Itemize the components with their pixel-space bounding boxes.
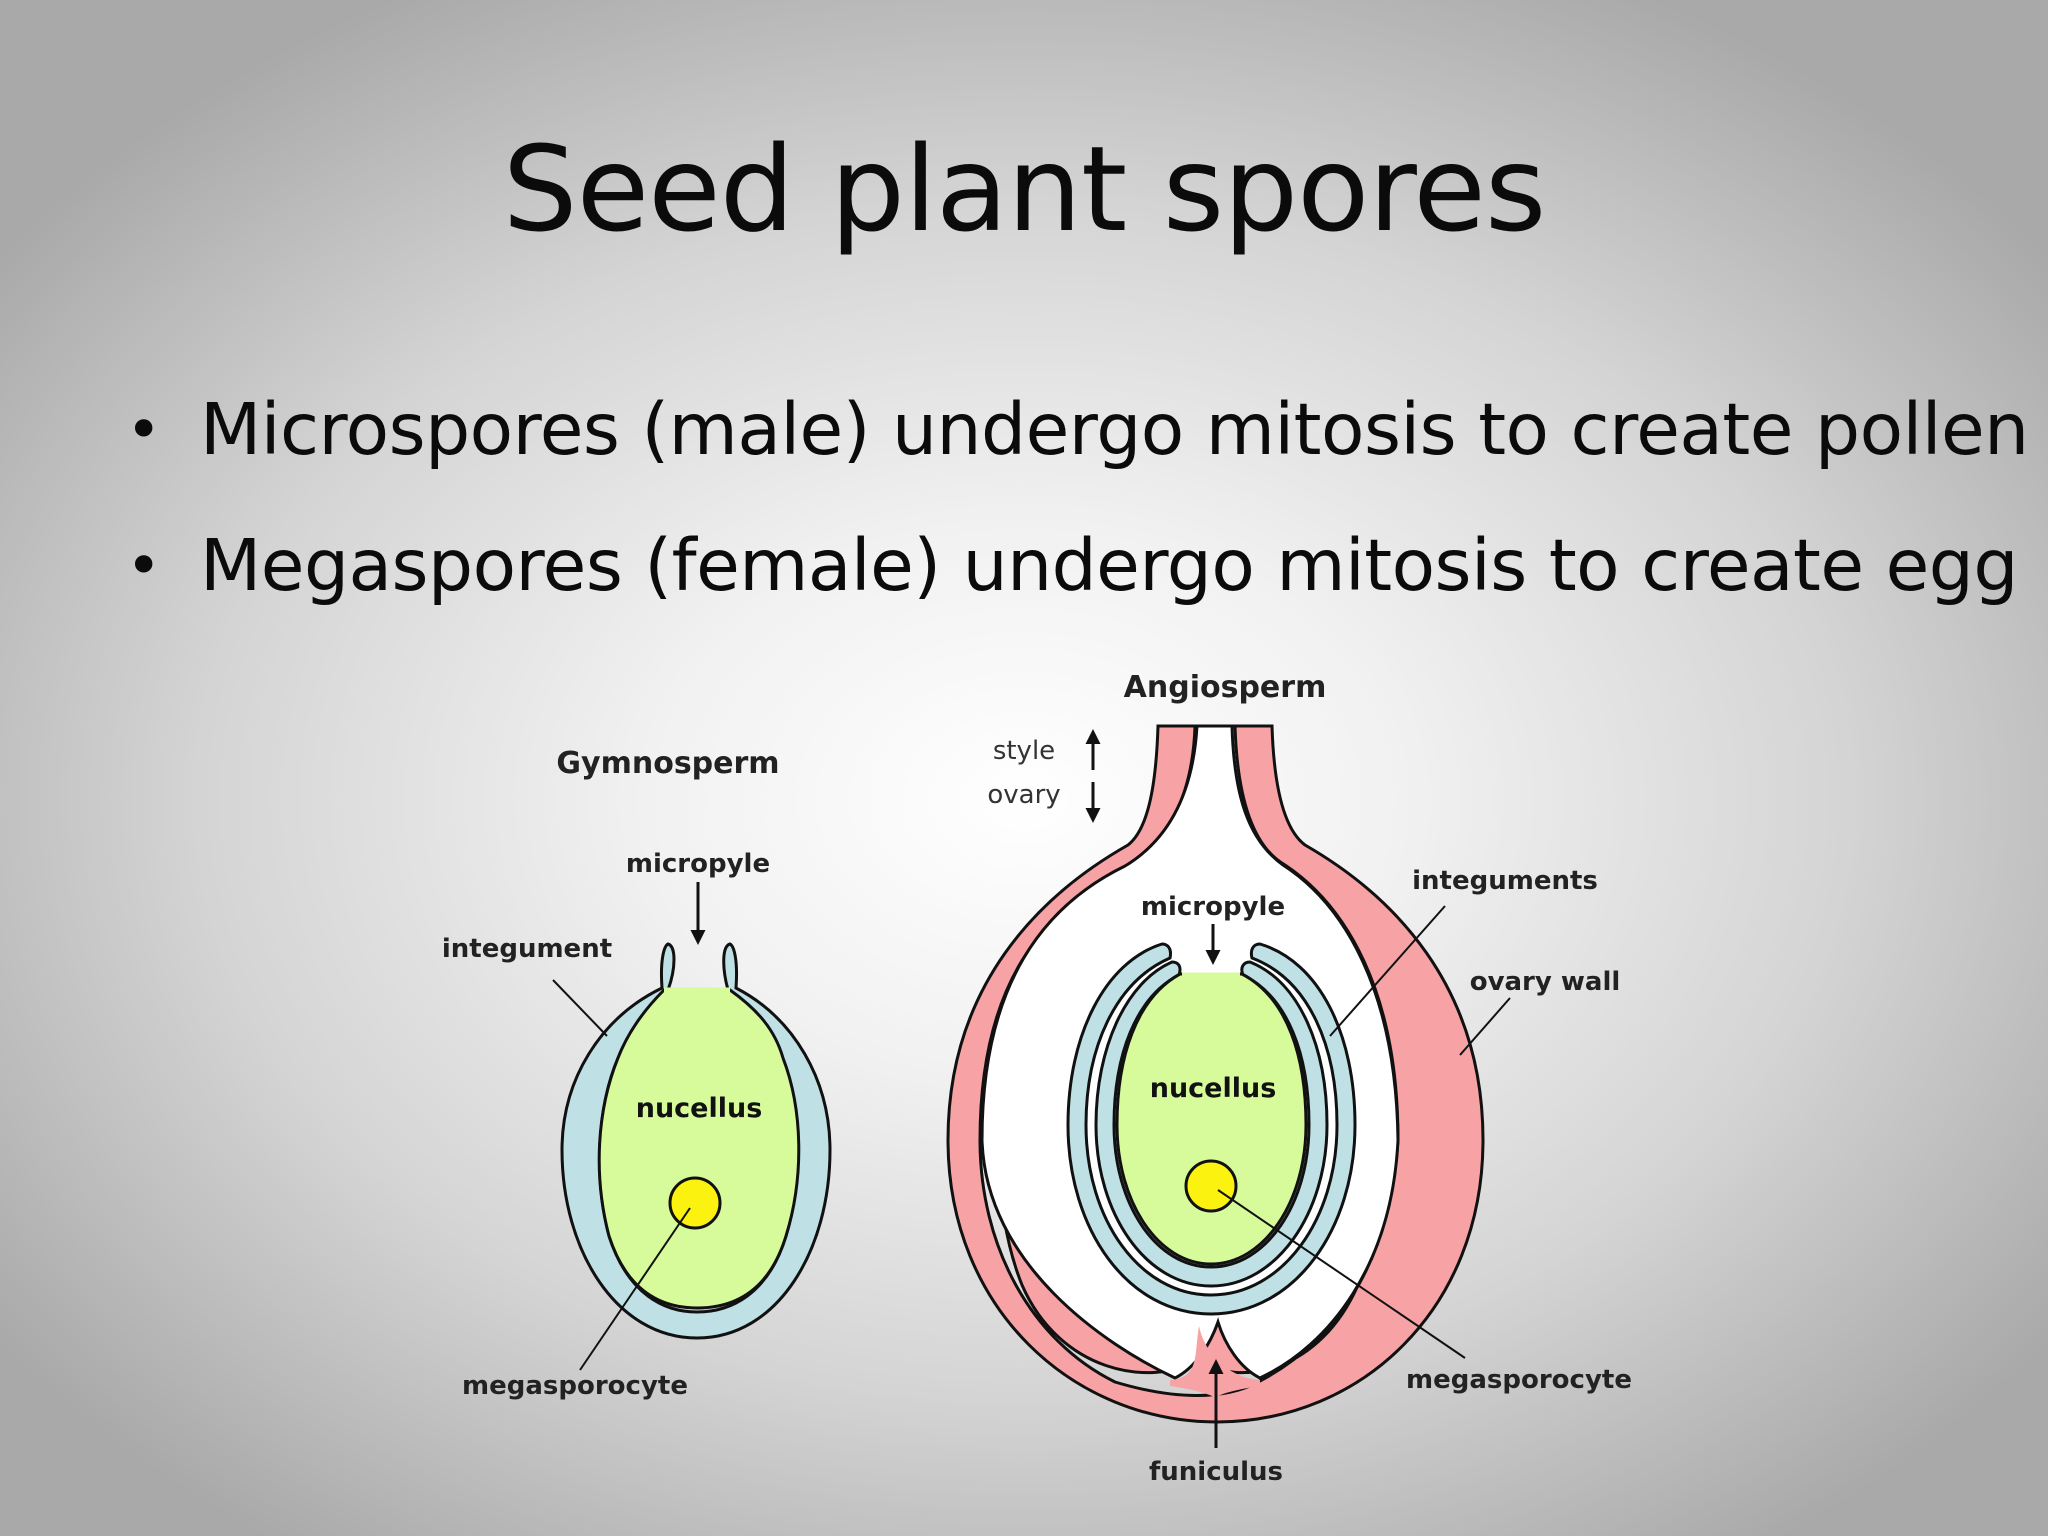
angiosperm-outer-integument	[1066, 942, 1357, 1316]
bullet-dot: •	[126, 395, 161, 465]
gymnosperm-megasporocyte	[668, 1176, 722, 1230]
bullet-item: • Megaspores (female) undergo mitosis to …	[120, 516, 2029, 652]
gymnosperm-integument-label: integument	[442, 934, 612, 964]
angiosperm-micropyle-label: micropyle	[1141, 892, 1285, 922]
gymnosperm-integument-leader	[552, 979, 608, 1037]
angiosperm-ovary-label: ovary	[987, 780, 1060, 810]
gymnosperm-megasporocyte-leader	[579, 1207, 691, 1371]
gymnosperm-title: Gymnosperm	[556, 746, 779, 781]
angiosperm-megasporocyte-leader	[1217, 1189, 1466, 1359]
bullet-dot: •	[126, 531, 161, 601]
gymnosperm-nucellus	[597, 988, 801, 1310]
angiosperm-integuments-leader	[1329, 905, 1446, 1037]
angiosperm-ovary-wall-label: ovary wall	[1470, 967, 1621, 997]
angiosperm-title: Angiosperm	[1124, 670, 1327, 705]
bullet-list: • Microspores (male) undergo mitosis to c…	[120, 380, 2029, 652]
angiosperm-funiculus-label: funiculus	[1149, 1457, 1283, 1487]
slide-title: Seed plant spores	[502, 120, 1547, 258]
angiosperm-nucellus	[1115, 972, 1308, 1266]
bullet-text: Megaspores (female) undergo mitosis to c…	[200, 524, 2018, 607]
bullet-text: Microspores (male) undergo mitosis to cr…	[200, 388, 2029, 471]
gymnosperm-ovule: Gymnosperm nucellus micropyle integument…	[442, 746, 832, 1401]
angiosperm-style-label: style	[993, 736, 1055, 766]
angiosperm-integuments-label: integuments	[1412, 866, 1598, 896]
gymnosperm-megasporocyte-label: megasporocyte	[462, 1371, 688, 1401]
bullet-item: • Microspores (male) undergo mitosis to c…	[120, 380, 2029, 516]
gymnosperm-micropyle-label: micropyle	[626, 849, 770, 879]
angiosperm-inner-integument	[1094, 960, 1329, 1288]
angiosperm-nucellus-label: nucellus	[1150, 1073, 1277, 1104]
angiosperm-megasporocyte-label: megasporocyte	[1406, 1365, 1632, 1395]
angiosperm-megasporocyte	[1184, 1159, 1238, 1213]
angiosperm-ovule: Angiosperm nucellus style ovary micropyl…	[946, 670, 1632, 1487]
gymnosperm-nucellus-label: nucellus	[636, 1093, 763, 1124]
angiosperm-ovary-wall-leader	[1459, 997, 1511, 1056]
